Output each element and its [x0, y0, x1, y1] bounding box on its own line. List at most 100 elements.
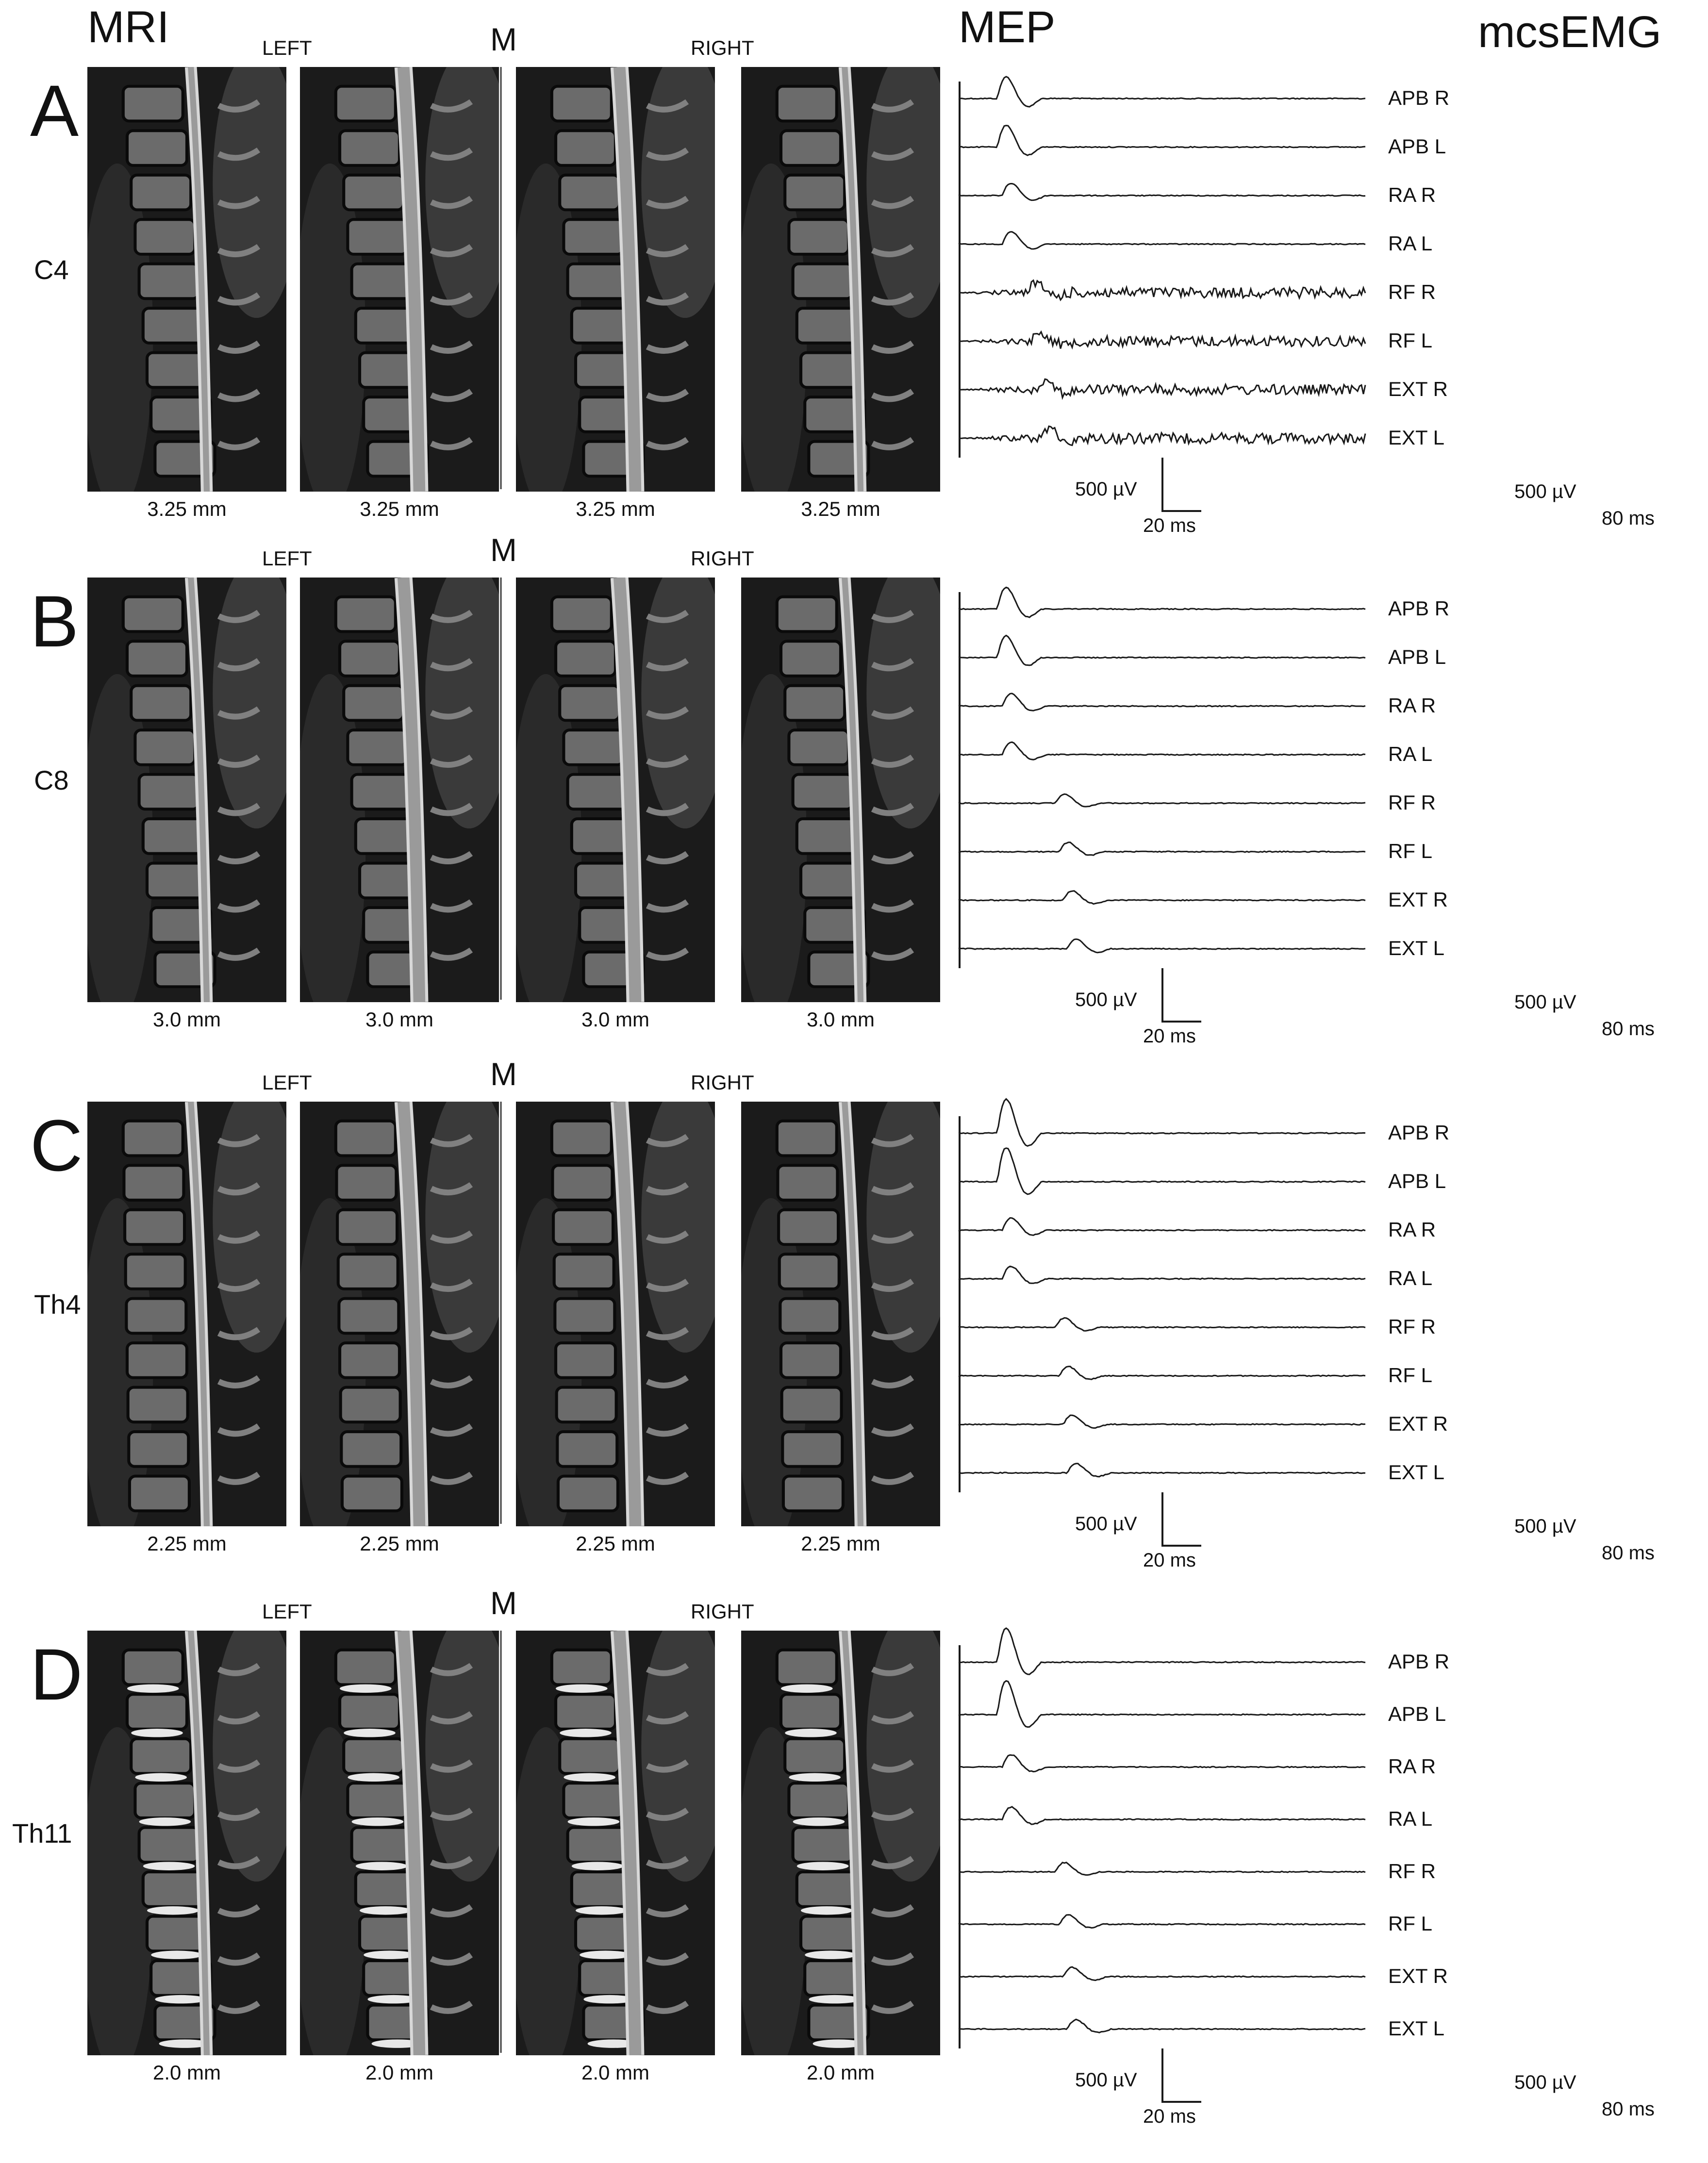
mri-image	[300, 67, 499, 492]
mep-traces	[958, 1098, 1366, 1547]
emg-scale-time: 80 ms	[1602, 508, 1655, 529]
column-header-mcsemg: mcsEMG	[1478, 7, 1662, 57]
emg-scale-amplitude: 500 µV	[1514, 991, 1576, 1013]
spinal-level-label: Th11	[12, 1818, 72, 1849]
channel-label: EXT L	[1388, 1461, 1444, 1484]
left-label: LEFT	[262, 1600, 312, 1623]
channel-label: RF L	[1388, 1364, 1433, 1387]
mep-scale-amplitude: 500 µV	[1075, 1513, 1137, 1535]
slice-thickness-label: 2.0 mm	[581, 2061, 650, 2084]
channel-label: APB L	[1388, 135, 1446, 158]
channel-label: RA R	[1388, 694, 1436, 717]
midline-divider	[500, 578, 502, 1000]
channel-label: RF R	[1388, 281, 1436, 303]
mep-traces	[958, 1627, 1366, 2103]
channel-label: RA L	[1388, 743, 1433, 765]
emg-scale-amplitude: 500 µV	[1514, 481, 1576, 502]
channel-label: EXT L	[1388, 2017, 1444, 2040]
channel-label: APB L	[1388, 1702, 1446, 1725]
channel-label: RA R	[1388, 183, 1436, 206]
slice-thickness-label: 2.0 mm	[365, 2061, 434, 2084]
column-header-mri: MRI	[87, 2, 169, 52]
slice-thickness-label: 2.25 mm	[360, 1532, 439, 1555]
channel-label: RA L	[1388, 1807, 1433, 1830]
channel-label: RA L	[1388, 1267, 1433, 1289]
slice-thickness-label: 2.25 mm	[801, 1532, 880, 1555]
mri-image	[516, 578, 715, 1002]
mep-traces	[958, 586, 1366, 1023]
mri-image	[516, 67, 715, 492]
mep-traces	[958, 76, 1366, 512]
channel-label: APB R	[1388, 1121, 1450, 1144]
channel-label: RF L	[1388, 840, 1433, 862]
midline-label: M	[490, 21, 517, 57]
slice-thickness-label: 3.0 mm	[152, 1008, 221, 1031]
mri-image	[741, 578, 940, 1002]
channel-label: RF L	[1388, 329, 1433, 352]
slice-thickness-label: 3.0 mm	[806, 1008, 875, 1031]
mri-image	[87, 1102, 286, 1526]
spinal-level-label: C8	[34, 765, 69, 795]
mri-image	[87, 1631, 286, 2055]
channel-label: RF R	[1388, 1315, 1436, 1338]
spinal-level-label: Th4	[34, 1289, 81, 1320]
channel-label: RA R	[1388, 1218, 1436, 1241]
midline-divider	[500, 1631, 502, 2053]
mri-image	[300, 1631, 499, 2055]
channel-label: RF L	[1388, 1912, 1433, 1935]
channel-label: EXT R	[1388, 378, 1448, 400]
slice-thickness-label: 3.25 mm	[801, 497, 880, 520]
column-header-mep: MEP	[959, 2, 1056, 52]
left-label: LEFT	[262, 1071, 312, 1094]
channel-label: APB R	[1388, 86, 1450, 109]
channel-label: EXT L	[1388, 937, 1444, 959]
channel-label: RA R	[1388, 1755, 1436, 1778]
right-label: RIGHT	[691, 547, 754, 570]
slice-thickness-label: 3.25 mm	[576, 497, 655, 520]
channel-label: APB R	[1388, 1650, 1450, 1673]
spinal-level-label: C4	[34, 254, 69, 285]
channel-label: EXT L	[1388, 426, 1444, 449]
slice-thickness-label: 3.0 mm	[581, 1008, 650, 1031]
emg-scale-time: 80 ms	[1602, 1542, 1655, 1564]
mri-image	[516, 1631, 715, 2055]
slice-thickness-label: 3.0 mm	[365, 1008, 434, 1031]
mep-scale-time: 20 ms	[1143, 1025, 1196, 1047]
left-label: LEFT	[262, 36, 312, 59]
slice-thickness-label: 2.25 mm	[147, 1532, 227, 1555]
left-label: LEFT	[262, 547, 312, 570]
midline-label: M	[490, 1585, 517, 1621]
midline-label: M	[490, 532, 517, 568]
panel-letter: C	[30, 1105, 83, 1186]
mri-image	[741, 67, 940, 492]
emg-scale-time: 80 ms	[1602, 2098, 1655, 2120]
mep-scale-time: 20 ms	[1143, 515, 1196, 536]
mri-image	[87, 67, 286, 492]
right-label: RIGHT	[691, 36, 754, 59]
mri-image	[300, 578, 499, 1002]
channel-label: EXT R	[1388, 888, 1448, 911]
midline-divider	[500, 1102, 502, 1524]
channel-label: APB R	[1388, 597, 1450, 620]
mep-scale-time: 20 ms	[1143, 1550, 1196, 1571]
panel-letter: A	[30, 70, 79, 151]
slice-thickness-label: 3.25 mm	[147, 497, 227, 520]
emg-scale-time: 80 ms	[1602, 1018, 1655, 1040]
mri-image	[300, 1102, 499, 1526]
channel-label: RF R	[1388, 1860, 1436, 1882]
mri-image	[741, 1631, 940, 2055]
emg-scale-amplitude: 500 µV	[1514, 2072, 1576, 2093]
slice-thickness-label: 2.0 mm	[152, 2061, 221, 2084]
mep-scale-amplitude: 500 µV	[1075, 479, 1137, 500]
mri-image	[516, 1102, 715, 1526]
right-label: RIGHT	[691, 1071, 754, 1094]
midline-label: M	[490, 1056, 517, 1092]
channel-label: EXT R	[1388, 1412, 1448, 1435]
mri-image	[741, 1102, 940, 1526]
mep-scale-amplitude: 500 µV	[1075, 989, 1137, 1010]
slice-thickness-label: 3.25 mm	[360, 497, 439, 520]
right-label: RIGHT	[691, 1600, 754, 1623]
emg-scale-amplitude: 500 µV	[1514, 1516, 1576, 1537]
channel-label: RA L	[1388, 232, 1433, 255]
mep-scale-amplitude: 500 µV	[1075, 2069, 1137, 2091]
